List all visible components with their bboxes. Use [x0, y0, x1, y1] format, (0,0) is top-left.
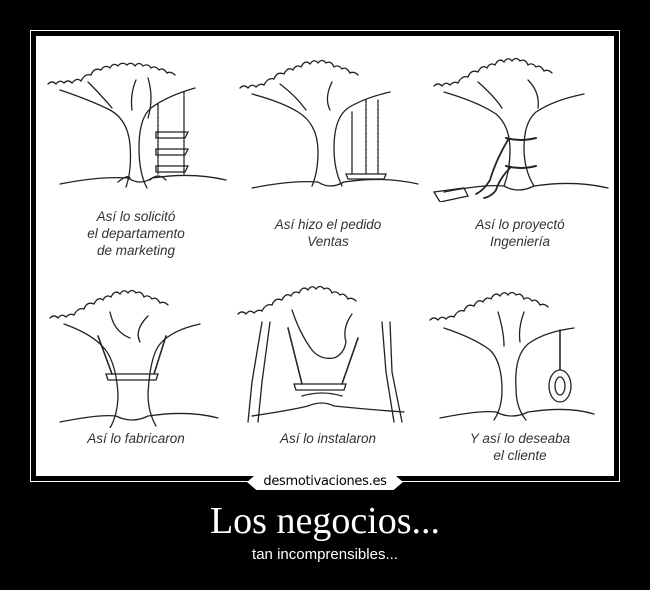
panel-ingenieria: Así lo proyectó Ingeniería [424, 42, 614, 267]
watermark-text: desmotivaciones.es [263, 474, 387, 489]
caption-line: Así hizo el pedido [274, 217, 382, 232]
poster-subtitle: tan incomprensibles... [252, 546, 398, 563]
caption-line: el departamento [87, 226, 185, 241]
tree-swing-through-trunk-drawing [49, 289, 219, 428]
tree-propped-swing-drawing [237, 285, 405, 423]
caption-line: Así lo instalaron [279, 431, 377, 446]
panel-fabricacion: Así lo fabricaron [40, 278, 232, 473]
tree-stacked-swing-drawing [47, 62, 227, 189]
caption-ventas: Así hizo el pedido Ventas [232, 216, 424, 250]
caption-cliente: Y así lo deseaba el cliente [424, 430, 614, 464]
caption-marketing: Así lo solicitó el departamento de marke… [40, 208, 232, 259]
tree-long-rope-swing-drawing [239, 59, 419, 189]
caption-line: Ingeniería [489, 234, 551, 249]
panel-ventas: Así hizo el pedido Ventas [232, 42, 424, 267]
site-watermark: desmotivaciones.es [247, 474, 403, 490]
tree-swing-tied-to-trunk-drawing [432, 57, 609, 202]
caption-ingenieria: Así lo proyectó Ingeniería [424, 216, 614, 250]
caption-line: Así lo solicitó [96, 209, 176, 224]
caption-line: de marketing [96, 243, 176, 258]
comic-image: Así lo solicitó el departamento de marke… [36, 36, 614, 476]
poster-title: Los negocios... [209, 500, 441, 542]
tree-tire-swing-drawing [429, 291, 595, 421]
caption-line: Así lo proyectó [475, 217, 565, 232]
caption-line: Ventas [307, 234, 349, 249]
panel-instalacion: Así lo instalaron [232, 278, 424, 473]
caption-instalacion: Así lo instalaron [232, 430, 424, 447]
caption-line: Y así lo deseaba [469, 431, 571, 446]
caption-line: el cliente [493, 448, 547, 463]
caption-fabricacion: Así lo fabricaron [40, 430, 232, 447]
panel-marketing: Así lo solicitó el departamento de marke… [40, 42, 232, 267]
panel-cliente: Y así lo deseaba el cliente [424, 278, 614, 473]
watermark-badge [247, 474, 403, 490]
caption-line: Así lo fabricaron [87, 431, 185, 446]
